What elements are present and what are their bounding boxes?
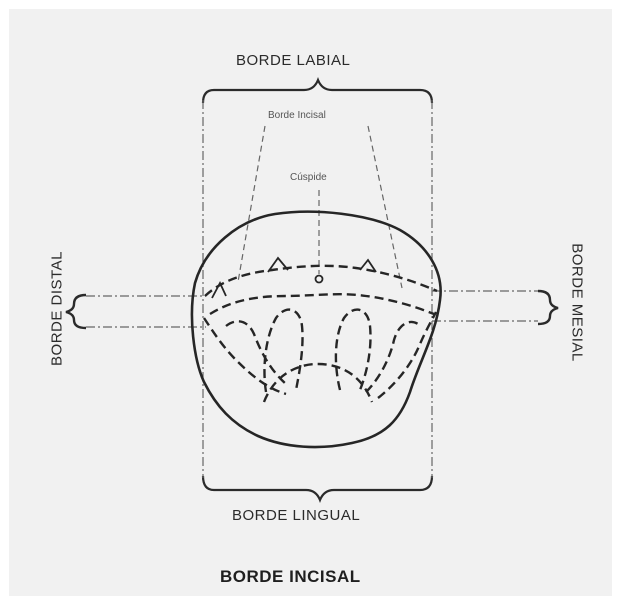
ridge-outer-left — [204, 318, 286, 394]
cingulum — [264, 364, 372, 402]
diagram-title: BORDE INCISAL — [220, 567, 361, 587]
incisal-edge-lower — [210, 294, 434, 314]
incisal-small-label: Borde Incisal — [268, 110, 326, 121]
incisal-pointer-right — [368, 126, 402, 288]
labial-brace — [203, 80, 432, 103]
ridge-inner-right — [366, 322, 418, 392]
cuspide-label: Cúspide — [290, 172, 327, 183]
ridge-loop-left — [264, 310, 302, 392]
ridge-outer-right — [378, 312, 436, 398]
cuspide-point — [316, 276, 323, 283]
mesial-brace — [538, 291, 558, 324]
lingual-brace — [203, 476, 432, 500]
tooth-outline — [192, 212, 441, 447]
lingual-label: BORDE LINGUAL — [232, 507, 360, 524]
ridge-inner-left — [226, 321, 286, 384]
ridge-loop-right — [336, 310, 371, 390]
distal-brace — [66, 295, 86, 328]
labial-label: BORDE LABIAL — [236, 52, 350, 69]
mesial-label: BORDE MESIAL — [569, 233, 586, 373]
cusp-left — [212, 283, 226, 298]
distal-label: BORDE DISTAL — [49, 244, 66, 374]
incisal-pointer-left — [238, 126, 265, 282]
